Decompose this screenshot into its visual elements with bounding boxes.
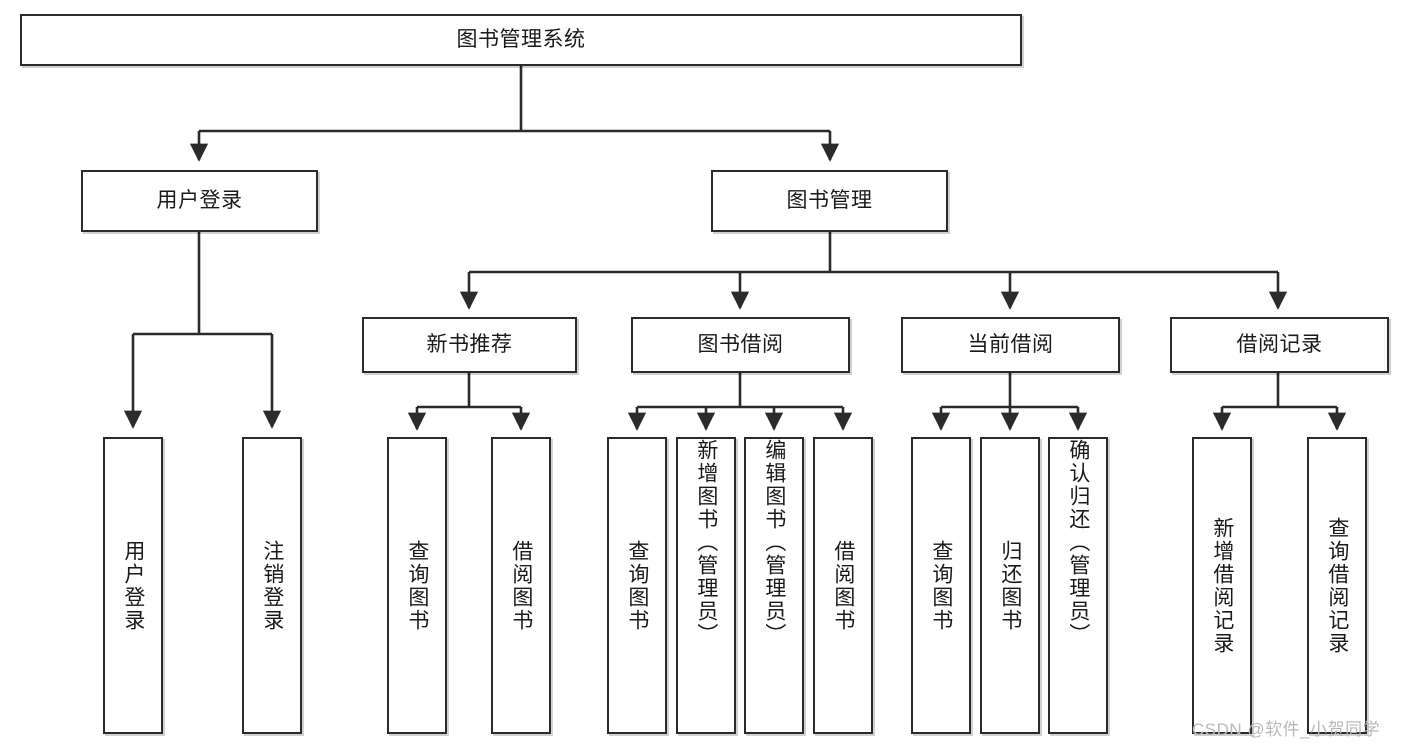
node-book-manage-label: 图书管理 bbox=[786, 188, 873, 212]
node-current-borrow[interactable]: 当前借阅 bbox=[901, 317, 1120, 373]
node-leaf-rec-query[interactable]: 查询图书 bbox=[387, 437, 447, 734]
node-book-borrow[interactable]: 图书借阅 bbox=[631, 317, 850, 373]
node-leaf-user-login[interactable]: 用户登录 bbox=[103, 437, 163, 734]
node-leaf-rec-search-label: 查询借阅记录 bbox=[1325, 516, 1349, 655]
node-leaf-borrow-query-label: 查询图书 bbox=[625, 539, 649, 632]
node-user-login[interactable]: 用户登录 bbox=[81, 170, 318, 232]
node-leaf-cur-return-label: 归还图书 bbox=[998, 539, 1022, 632]
node-root-label: 图书管理系统 bbox=[456, 27, 586, 51]
node-leaf-borrow-query[interactable]: 查询图书 bbox=[607, 437, 667, 734]
node-leaf-user-login-label: 用户登录 bbox=[121, 539, 145, 632]
node-book-manage[interactable]: 图书管理 bbox=[711, 170, 948, 232]
watermark: CSDN @软件_小贺同学 bbox=[1192, 720, 1381, 739]
node-borrow-record[interactable]: 借阅记录 bbox=[1170, 317, 1389, 373]
node-leaf-borrow-add-label: 新增图书（管理员） bbox=[694, 439, 718, 646]
node-leaf-rec-add[interactable]: 新增借阅记录 bbox=[1192, 437, 1252, 734]
node-root[interactable]: 图书管理系统 bbox=[20, 14, 1022, 66]
node-leaf-cur-query[interactable]: 查询图书 bbox=[911, 437, 971, 734]
node-leaf-borrow-do[interactable]: 借阅图书 bbox=[813, 437, 873, 734]
node-leaf-rec-add-label: 新增借阅记录 bbox=[1210, 516, 1234, 655]
node-leaf-rec-search[interactable]: 查询借阅记录 bbox=[1307, 437, 1367, 734]
node-book-borrow-label: 图书借阅 bbox=[697, 332, 784, 356]
node-leaf-rec-borrow[interactable]: 借阅图书 bbox=[491, 437, 551, 734]
node-current-borrow-label: 当前借阅 bbox=[967, 332, 1054, 356]
node-leaf-user-logout[interactable]: 注销登录 bbox=[242, 437, 302, 734]
node-leaf-rec-borrow-label: 借阅图书 bbox=[509, 539, 533, 632]
node-leaf-borrow-edit-label: 编辑图书（管理员） bbox=[762, 439, 786, 646]
node-leaf-rec-query-label: 查询图书 bbox=[405, 539, 429, 632]
node-borrow-record-label: 借阅记录 bbox=[1236, 332, 1323, 356]
node-leaf-cur-query-label: 查询图书 bbox=[929, 539, 953, 632]
node-leaf-borrow-add[interactable]: 新增图书（管理员） bbox=[676, 437, 736, 734]
node-leaf-user-logout-label: 注销登录 bbox=[260, 539, 284, 632]
node-new-book-rec[interactable]: 新书推荐 bbox=[362, 317, 577, 373]
node-new-book-rec-label: 新书推荐 bbox=[426, 332, 513, 356]
node-leaf-cur-return[interactable]: 归还图书 bbox=[980, 437, 1040, 734]
node-leaf-cur-confirm[interactable]: 确认归还（管理员） bbox=[1048, 437, 1108, 734]
node-user-login-label: 用户登录 bbox=[156, 188, 243, 212]
node-leaf-borrow-edit[interactable]: 编辑图书（管理员） bbox=[744, 437, 804, 734]
node-leaf-cur-confirm-label: 确认归还（管理员） bbox=[1066, 439, 1090, 646]
node-leaf-borrow-do-label: 借阅图书 bbox=[831, 539, 855, 632]
